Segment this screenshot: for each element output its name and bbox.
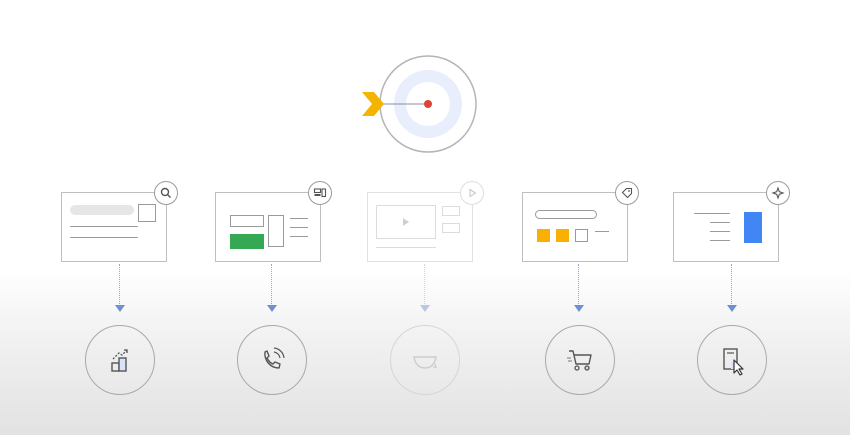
bowl-icon [413, 356, 437, 369]
shopping-badge [615, 181, 639, 205]
growth-chart-icon [111, 349, 128, 372]
side-box [442, 206, 460, 216]
growth-outcome [85, 325, 155, 395]
display-badge [308, 181, 332, 205]
purchase-outcome [545, 325, 615, 395]
video-badge [460, 181, 484, 205]
product-tile [537, 229, 550, 242]
discovery-badge [766, 181, 790, 205]
side-box [268, 215, 284, 247]
store-visit-outcome [697, 325, 767, 395]
call-outcome [237, 325, 307, 395]
search-ad-card [61, 181, 178, 262]
display-ad-card [215, 181, 332, 262]
phone-call-icon [264, 347, 285, 369]
image-placeholder [230, 215, 264, 227]
product-tile [556, 229, 569, 242]
video-frame [376, 205, 436, 239]
text-line [376, 247, 436, 248]
text-line [70, 226, 138, 227]
blue-block [744, 212, 762, 243]
search-icon [160, 187, 171, 198]
product-tile [575, 229, 588, 242]
text-line [70, 237, 138, 238]
text-line [710, 240, 730, 241]
text-line [290, 236, 308, 237]
flow-arrow [267, 264, 277, 314]
shopping-ad-card [522, 181, 639, 262]
tag-icon [621, 187, 633, 199]
search-bar [70, 205, 134, 215]
flow-arrow [115, 264, 125, 314]
text-line [595, 231, 609, 232]
text-line [694, 213, 730, 214]
display-icon [313, 188, 327, 198]
text-line [290, 218, 308, 219]
search-bar [535, 210, 597, 219]
play-icon [469, 188, 477, 198]
search-badge [154, 181, 178, 205]
flow-arrow [420, 264, 430, 314]
flow-arrow [727, 264, 737, 314]
green-block [230, 234, 264, 249]
faded-outcome [390, 325, 460, 395]
play-icon [403, 218, 409, 226]
bullseye-center [424, 100, 432, 108]
text-line [710, 222, 730, 223]
arrow-fletching [362, 92, 384, 116]
target-graphic [360, 52, 480, 156]
shopping-cart-icon [567, 350, 592, 371]
store-click-icon [723, 348, 744, 376]
text-line [710, 231, 730, 232]
side-box [442, 223, 460, 233]
flow-arrow [574, 264, 584, 314]
sparkle-icon [771, 186, 785, 200]
text-line [290, 227, 308, 228]
video-ad-card [367, 181, 484, 262]
discovery-ad-card [673, 181, 790, 262]
thumbnail-box [138, 204, 156, 222]
